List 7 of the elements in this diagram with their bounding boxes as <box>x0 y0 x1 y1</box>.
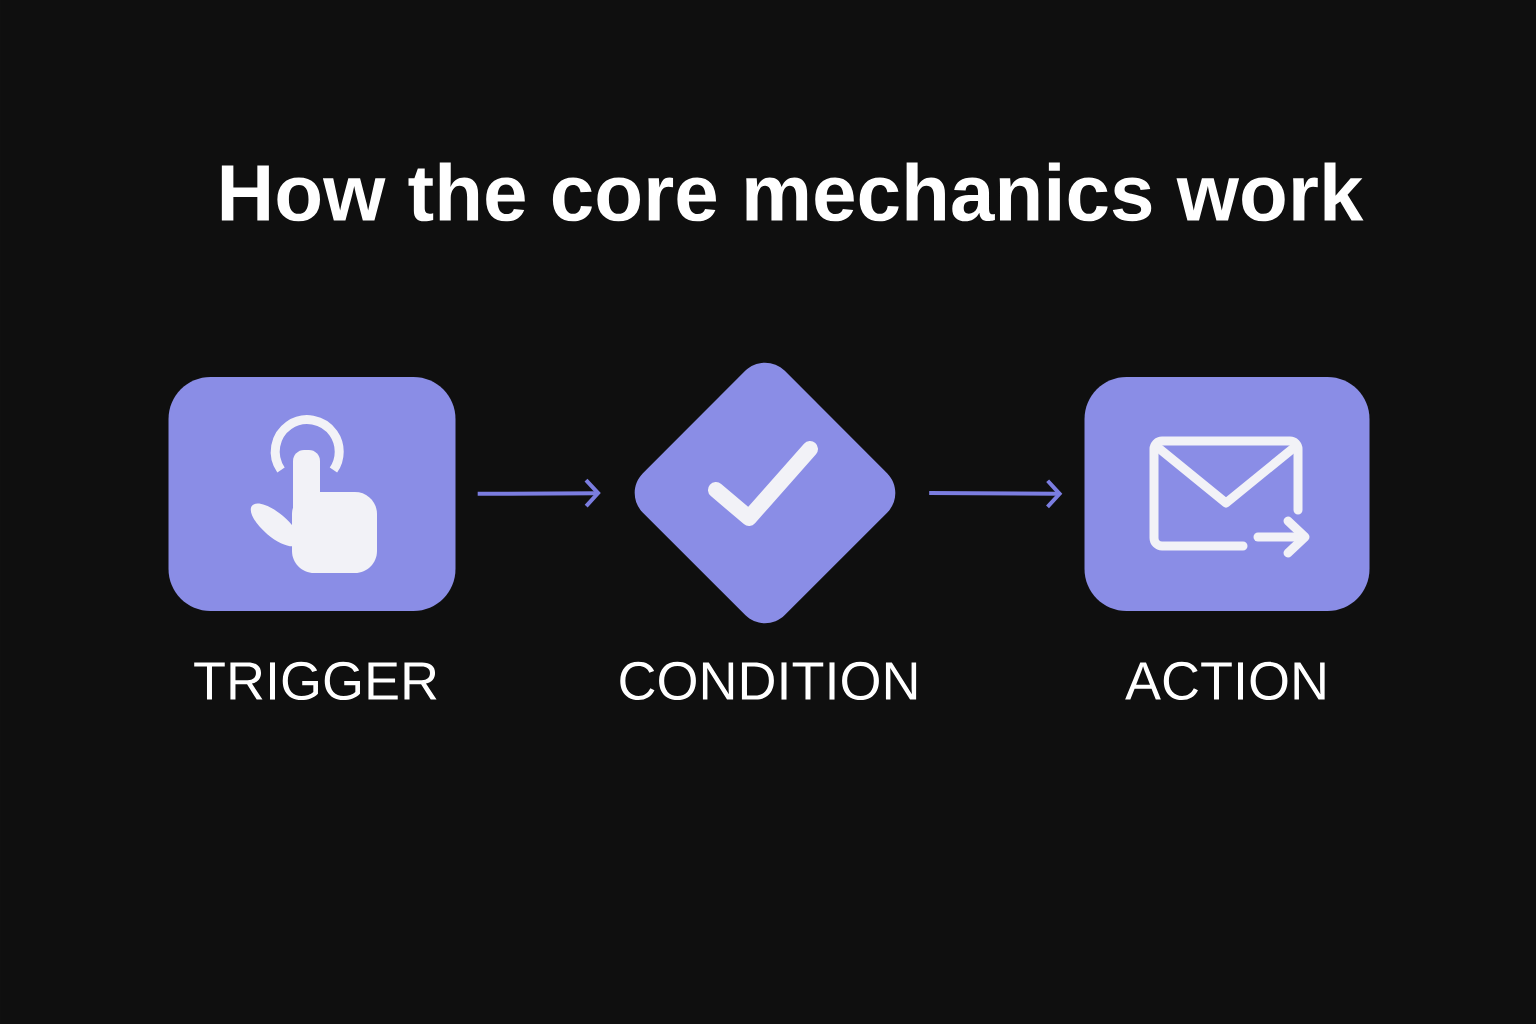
arrow <box>929 479 1063 509</box>
process-box: ACTION <box>1084 377 1370 701</box>
node-label: CONDITION <box>620 661 917 701</box>
node-label: ACTION <box>1125 661 1325 701</box>
arrow <box>477 478 601 508</box>
title: How the core mechanics work <box>221 162 1364 222</box>
node-label: TRIGGER <box>194 661 437 701</box>
